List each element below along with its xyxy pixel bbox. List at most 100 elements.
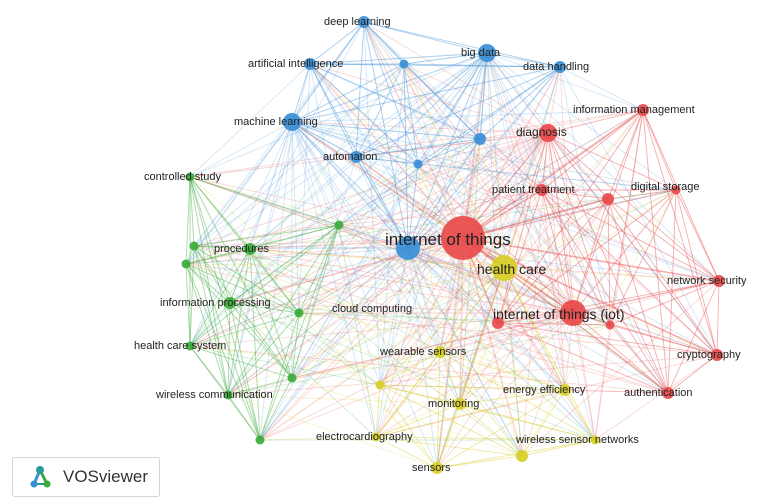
link-iotl-bigdata <box>486 52 574 314</box>
link-iot-b1 <box>403 63 464 239</box>
link-cloud-g1 <box>338 224 409 249</box>
node-iotl[interactable] <box>560 300 586 326</box>
node-g6[interactable] <box>189 241 199 251</box>
node-cloud[interactable] <box>396 236 420 260</box>
node-proc[interactable] <box>244 243 256 255</box>
link-ml-b1 <box>291 63 405 123</box>
node-ip[interactable] <box>224 297 236 309</box>
link-mon-r1 <box>459 322 499 405</box>
link-b2-b3 <box>417 138 481 165</box>
node-y1[interactable] <box>375 380 385 390</box>
link-dl-auto <box>355 21 365 158</box>
link-diag-g5 <box>259 132 549 441</box>
link-proc-g4 <box>249 248 293 379</box>
link-bigdata-wc <box>227 52 488 396</box>
link-dh-ip <box>229 66 561 304</box>
node-sens[interactable] <box>431 462 443 474</box>
link-diag-g4 <box>291 132 549 379</box>
link-hcs-ee <box>189 345 566 391</box>
node-label-ds: digital storage <box>631 181 700 193</box>
link-iotl-sens <box>436 312 574 469</box>
node-ns[interactable] <box>713 275 725 287</box>
link-iot-ecg <box>375 237 464 438</box>
node-r1[interactable] <box>492 317 504 329</box>
link-g4-r2 <box>291 189 677 379</box>
node-label-sens: sensors <box>412 462 451 474</box>
link-wsn-r2 <box>521 189 677 457</box>
link-bigdata-pt <box>486 52 543 191</box>
node-wsn[interactable] <box>516 450 528 462</box>
link-ds-r1 <box>497 198 609 324</box>
link-cs-proc <box>189 176 251 250</box>
node-y2[interactable] <box>590 435 600 445</box>
node-ee[interactable] <box>559 384 571 396</box>
link-b2-r3 <box>479 138 611 326</box>
node-iot[interactable] <box>441 216 485 260</box>
link-mon-ee <box>459 389 566 405</box>
node-im[interactable] <box>637 104 649 116</box>
node-g2[interactable] <box>181 259 191 269</box>
node-pt[interactable] <box>536 184 548 196</box>
link-cloud-pt <box>407 189 543 249</box>
link-ns-crypto <box>716 280 720 356</box>
link-bigdata-ee <box>486 52 566 391</box>
node-g5[interactable] <box>255 435 265 445</box>
node-wc[interactable] <box>223 390 233 400</box>
node-ds[interactable] <box>602 193 614 205</box>
node-g1[interactable] <box>334 220 344 230</box>
node-auto[interactable] <box>350 151 362 163</box>
link-ml-g3 <box>291 121 300 314</box>
link-ds-r2 <box>607 189 677 200</box>
link-ml-auto <box>291 121 357 158</box>
link-b2-g5 <box>259 138 481 441</box>
node-diag[interactable] <box>539 124 557 142</box>
node-ml[interactable] <box>283 113 301 131</box>
link-iotl-diag <box>547 132 574 314</box>
node-auth[interactable] <box>662 387 674 399</box>
node-mon[interactable] <box>454 398 466 410</box>
node-bigdata[interactable] <box>478 44 496 62</box>
node-ecg[interactable] <box>371 432 381 442</box>
link-iotl-hcs <box>189 312 574 347</box>
link-pt-auth <box>541 189 669 394</box>
link-hc-b1 <box>403 63 505 269</box>
link-proc-g3 <box>249 248 300 314</box>
link-iotl-ip <box>229 302 574 314</box>
node-g4[interactable] <box>287 373 297 383</box>
node-dl[interactable] <box>358 16 370 28</box>
node-ws[interactable] <box>434 346 446 358</box>
link-cloud-hcs <box>189 247 409 347</box>
node-b3[interactable] <box>413 159 423 169</box>
link-im-crypto <box>642 109 718 356</box>
link-dl-g6 <box>193 21 365 247</box>
link-ip-g2 <box>185 263 231 304</box>
node-cs[interactable] <box>185 172 195 182</box>
node-crypto[interactable] <box>711 349 723 361</box>
link-ml-auth <box>291 121 669 394</box>
link-g2-y1 <box>185 263 381 386</box>
link-g5-g6 <box>193 245 261 441</box>
link-dh-b1 <box>403 63 561 68</box>
node-dh[interactable] <box>554 61 566 73</box>
link-cloud-crypto <box>407 247 718 356</box>
link-iotl-ws <box>439 312 574 353</box>
node-g3[interactable] <box>294 308 304 318</box>
link-cloud-dl <box>363 21 409 249</box>
link-bigdata-g4 <box>291 52 488 379</box>
node-r3[interactable] <box>605 320 615 330</box>
node-b1[interactable] <box>399 59 409 69</box>
link-bigdata-ai <box>309 52 488 65</box>
node-b2[interactable] <box>474 133 486 145</box>
node-hc[interactable] <box>491 255 517 281</box>
link-ml-g6 <box>193 121 293 247</box>
link-cs-ip <box>189 176 231 304</box>
node-r2[interactable] <box>671 185 681 195</box>
link-crypto-r1 <box>497 322 718 356</box>
link-diag-crypto <box>547 132 718 356</box>
link-ml-crypto <box>291 121 718 356</box>
node-label-hcs: health care system <box>134 340 226 352</box>
link-iotl-dl <box>363 21 574 314</box>
node-hcs[interactable] <box>185 341 195 351</box>
node-ai[interactable] <box>304 58 316 70</box>
link-iotl-cs <box>189 176 574 314</box>
